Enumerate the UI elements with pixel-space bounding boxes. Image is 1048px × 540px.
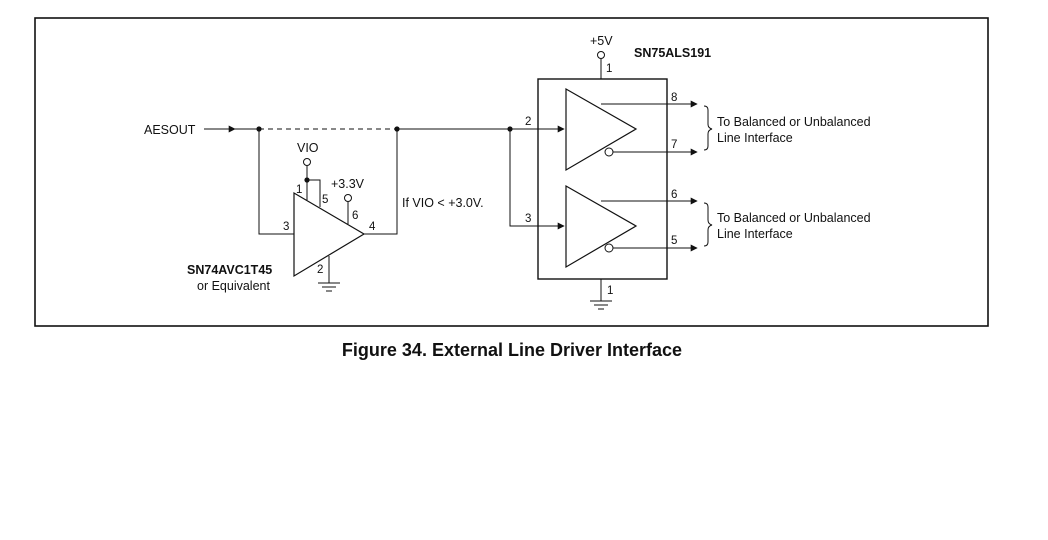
translator-equivalent-label: or Equivalent bbox=[197, 279, 270, 293]
driver-ic-body bbox=[537, 78, 668, 280]
translator-pin-6: 6 bbox=[352, 210, 358, 222]
translator-output-wire bbox=[364, 129, 398, 235]
supply-5v-label: +5V bbox=[590, 34, 613, 48]
pin5-wire bbox=[307, 179, 321, 207]
output-b-brace bbox=[703, 202, 713, 247]
level-translator-buffer bbox=[293, 191, 366, 278]
ground-symbol bbox=[590, 300, 612, 310]
driver-pin-8: 8 bbox=[671, 92, 677, 104]
driver-input-b-wire bbox=[509, 129, 565, 230]
driver-part-label: SN75ALS191 bbox=[634, 46, 711, 60]
driver-pin-in-b: 3 bbox=[525, 213, 531, 225]
vio-label: VIO bbox=[297, 141, 319, 155]
translator-pin-4: 4 bbox=[369, 221, 376, 233]
supply-5v-terminal bbox=[597, 51, 605, 59]
supply-3v3-label: +3.3V bbox=[331, 177, 365, 191]
translator-part-label: SN74AVC1T45 bbox=[187, 263, 272, 277]
output-a-label-line2: Line Interface bbox=[717, 131, 793, 145]
translator-pin-5: 5 bbox=[322, 194, 328, 206]
driver-pin-gnd: 1 bbox=[607, 285, 613, 297]
translator-pin-2: 2 bbox=[317, 264, 323, 276]
line-driver-a bbox=[565, 87, 638, 172]
line-driver-b bbox=[565, 184, 638, 269]
output-a-label-line1: To Balanced or Unbalanced bbox=[717, 115, 871, 129]
output-b-label-line2: Line Interface bbox=[717, 227, 793, 241]
inverting-bubble bbox=[604, 147, 614, 157]
driver-pin-vcc: 1 bbox=[606, 63, 612, 75]
driver-pin-6: 6 bbox=[671, 189, 677, 201]
translator-pin-3: 3 bbox=[283, 221, 289, 233]
translator-pin-1: 1 bbox=[296, 184, 302, 196]
ground-symbol bbox=[318, 282, 340, 292]
figure-frame bbox=[34, 17, 989, 327]
driver-pin-in-a: 2 bbox=[525, 116, 531, 128]
translator-input-wire bbox=[258, 129, 294, 235]
vio-terminal bbox=[303, 158, 311, 166]
output-b-label-line1: To Balanced or Unbalanced bbox=[717, 211, 871, 225]
inverting-bubble bbox=[604, 243, 614, 253]
output-a-brace bbox=[703, 105, 713, 151]
input-label: AESOUT bbox=[144, 123, 196, 137]
supply-3v3-terminal bbox=[344, 194, 352, 202]
condition-label: If VIO < +3.0V. bbox=[402, 196, 484, 210]
figure-caption: Figure 34. External Line Driver Interfac… bbox=[341, 340, 683, 360]
driver-pin-5: 5 bbox=[671, 235, 677, 247]
driver-pin-7: 7 bbox=[671, 139, 677, 151]
